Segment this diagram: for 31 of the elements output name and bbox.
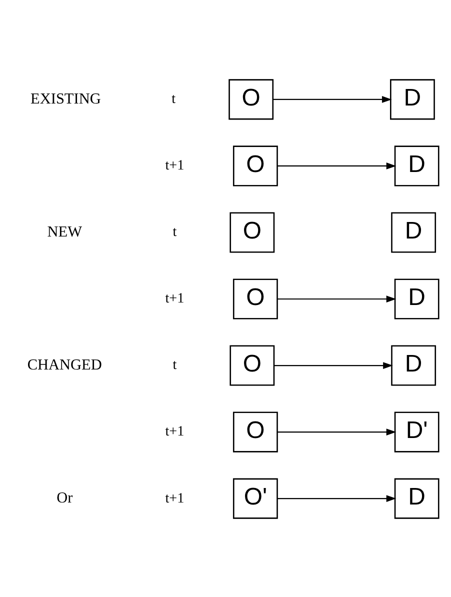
label: t [172, 356, 176, 373]
arrow [277, 162, 396, 169]
node-box: D [390, 344, 436, 386]
label: t [171, 90, 176, 107]
node-box: O [229, 344, 274, 386]
node-box: D' [394, 411, 439, 452]
node-box: D [394, 478, 439, 518]
node-box: O [228, 78, 274, 120]
label: t+1 [164, 423, 184, 440]
label: CHANGED [26, 356, 102, 374]
node-box: O [229, 212, 274, 252]
node-box: D [394, 145, 439, 186]
node-box: D [394, 278, 439, 319]
label: t+1 [164, 157, 184, 174]
arrow [272, 96, 392, 102]
arrow [277, 428, 396, 435]
label: NEW [46, 223, 82, 240]
label: t+1 [164, 290, 184, 306]
node-box: D [390, 78, 434, 120]
label: EXISTING [30, 90, 100, 107]
arrow [274, 362, 392, 368]
node-box: O [232, 411, 278, 452]
label: t+1 [164, 490, 184, 506]
arrow [277, 494, 396, 502]
label: t [172, 224, 176, 240]
node-box: O [232, 278, 278, 319]
node-box: D [390, 212, 436, 252]
arrow [277, 295, 396, 302]
node-box: O [232, 145, 278, 186]
label: Or [56, 489, 72, 506]
node-box: O' [232, 478, 278, 518]
